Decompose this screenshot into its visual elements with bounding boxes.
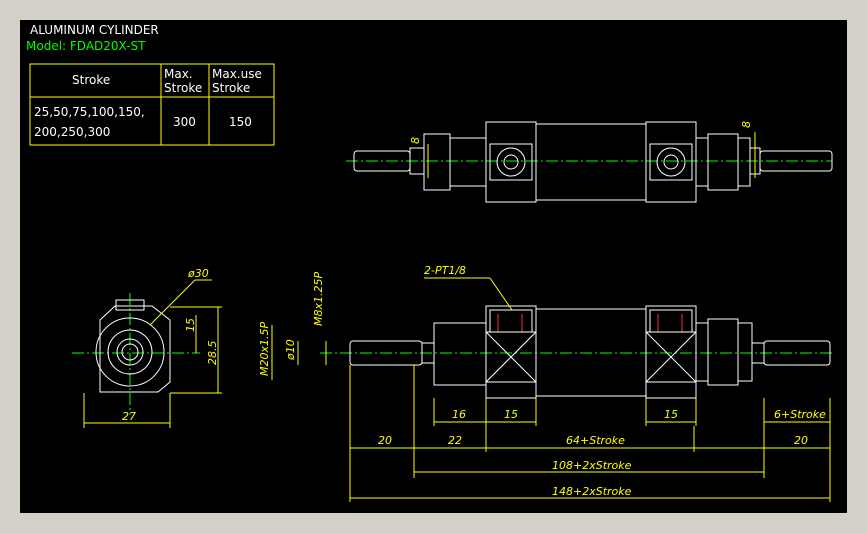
dim-top-8-left: 8 <box>409 137 422 144</box>
side-view: 2-PT1/8 M8x1.25P M20x1.5P ø10 16 15 15 6… <box>258 264 832 502</box>
table-header-max-use: Max.use <box>212 67 262 81</box>
table-cell-max-stroke: 300 <box>173 115 196 129</box>
model-label: Model: FDAD20X-ST <box>26 39 146 53</box>
dim-27: 27 <box>122 410 136 423</box>
drawing-title: ALUMINUM CYLINDER <box>30 23 159 37</box>
table-header-stroke: Stroke <box>72 73 110 87</box>
table-header-max-stroke: Max. <box>164 67 193 81</box>
dim-6-stroke: 6+Stroke <box>774 408 826 421</box>
port-label: 2-PT1/8 <box>424 264 466 277</box>
dim-m8-thread: M8x1.25P <box>312 272 325 326</box>
dim-108-stroke: 108+2xStroke <box>552 459 632 472</box>
table-cell-strokes-2: 200,250,300 <box>34 125 110 139</box>
spec-table: Stroke Max. Stroke Max.use Stroke 25,50,… <box>29 63 275 146</box>
dim-20-left: 20 <box>378 434 392 447</box>
dim-15-end: 15 <box>184 318 197 332</box>
table-header-max-use-2: Stroke <box>212 81 250 95</box>
top-view: 8 8 <box>346 121 833 203</box>
dim-dia30: ø30 <box>187 267 209 280</box>
dim-15-a: 15 <box>504 408 518 421</box>
dim-top-8-right: 8 <box>740 121 753 128</box>
dim-28-5: 28.5 <box>206 341 219 366</box>
table-cell-max-use: 150 <box>229 115 252 129</box>
table-cell-strokes-1: 25,50,75,100,150, <box>34 105 145 119</box>
dim-20-right: 20 <box>794 434 808 447</box>
cad-viewport[interactable]: ALUMINUM CYLINDER Model: FDAD20X-ST Stro… <box>20 20 847 513</box>
cad-drawing: ALUMINUM CYLINDER Model: FDAD20X-ST Stro… <box>26 23 833 502</box>
dim-148-stroke: 148+2xStroke <box>552 485 632 498</box>
table-header-max-stroke-2: Stroke <box>164 81 202 95</box>
dim-64-stroke: 64+Stroke <box>566 434 625 447</box>
dim-22: 22 <box>448 434 462 447</box>
dim-15-b: 15 <box>664 408 678 421</box>
dim-m20-thread: M20x1.5P <box>258 322 271 376</box>
end-view: ø30 15 28.5 27 <box>72 267 222 428</box>
dim-16: 16 <box>452 408 466 421</box>
dim-dia10: ø10 <box>284 339 297 361</box>
